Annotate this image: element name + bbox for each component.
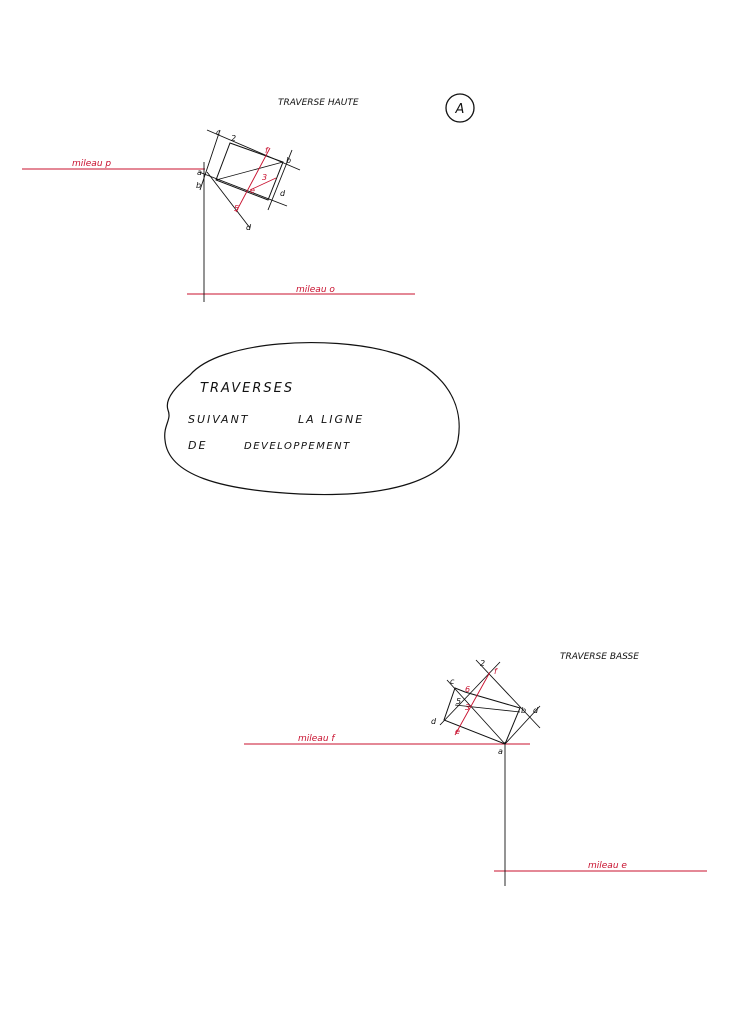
bottom-drawing: TRAVERSE BASSE mileau f mileau e 2 f c 6…	[244, 652, 707, 886]
point-label-d: d	[280, 189, 286, 198]
red-construction-bottom	[454, 671, 491, 736]
level-label-p: mileau p	[72, 159, 111, 169]
point-label-c: c	[216, 128, 221, 137]
point-label-b-3: 3	[465, 703, 470, 712]
point-label-b-e: e	[455, 727, 460, 736]
point-label-b-a: a	[498, 747, 503, 756]
point-label-b-2: 2	[480, 659, 485, 668]
point-label-d2: d	[246, 223, 252, 232]
red-construction-top	[235, 147, 271, 213]
construction-line-right	[267, 149, 293, 211]
note-line-3a: DE	[188, 439, 207, 452]
point-label-b-c: c	[450, 677, 455, 686]
note-line-3b: DEVELOPPEMENT	[244, 441, 351, 452]
point-label-5: 5	[234, 204, 239, 213]
construction-line-bottom	[198, 171, 288, 207]
section-rectangle-top	[215, 142, 284, 201]
top-drawing: TRAVERSE HAUTE mileau p mileau o c 2 f b…	[22, 98, 415, 302]
section-rectangle-bottom	[443, 687, 521, 745]
marker-circle	[445, 93, 475, 123]
note-line-2a: SUIVANT	[188, 413, 250, 426]
construction-line-b4	[504, 705, 541, 745]
point-label-b-6: 6	[465, 685, 470, 694]
point-label-b: b	[286, 156, 291, 165]
construction-line-b1	[475, 659, 541, 729]
point-label-b-f: f	[494, 667, 498, 676]
construction-line-left	[199, 129, 221, 191]
level-label-f: mileau f	[298, 734, 336, 744]
section-diagonal-bottom	[454, 704, 521, 713]
level-label-o: mileau o	[296, 285, 335, 295]
point-label-2: 2	[231, 134, 236, 143]
construction-line-b2	[446, 679, 506, 745]
note-cloud: TRAVERSES SUIVANT LA LIGNE DE DEVELOPPEM…	[164, 342, 460, 496]
marker-letter: A	[455, 102, 465, 117]
point-label-b2: b	[196, 181, 201, 190]
point-label-f: f	[265, 146, 269, 155]
construction-line-top	[206, 129, 301, 171]
note-line-2b: LA LIGNE	[298, 413, 364, 426]
point-label-b-d2: d	[533, 706, 539, 715]
point-label-e: e	[250, 186, 255, 195]
point-label-b-d: d	[431, 717, 437, 726]
level-label-e: mileau e	[588, 861, 627, 871]
section-diagonal-top	[215, 161, 284, 181]
note-line-1: TRAVERSES	[200, 381, 294, 396]
bottom-drawing-title: TRAVERSE BASSE	[560, 652, 639, 662]
construction-line-diagonal	[206, 171, 251, 229]
red-tick-top	[249, 177, 277, 191]
point-label-a: a	[197, 168, 202, 177]
point-label-3: 3	[262, 173, 267, 182]
top-drawing-title: TRAVERSE HAUTE	[278, 98, 359, 108]
point-label-b-5: 5	[456, 697, 461, 706]
cloud-outline	[164, 342, 460, 496]
point-label-b-b: b	[521, 706, 526, 715]
sheet-marker: A	[445, 93, 475, 123]
